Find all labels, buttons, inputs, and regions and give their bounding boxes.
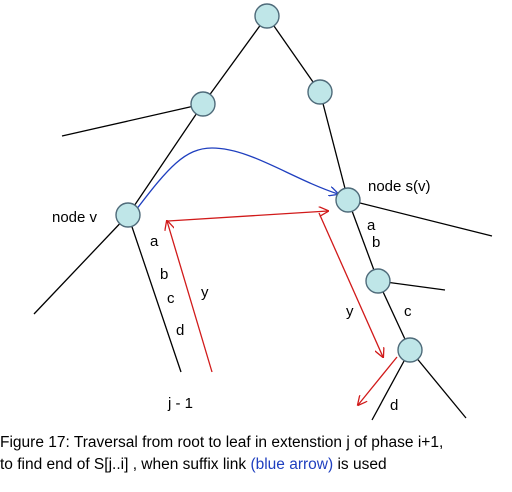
right-node: [307, 79, 333, 105]
left-edge-label-b: b: [160, 266, 168, 283]
root-node: [254, 3, 280, 29]
left-edge-label-a: a: [150, 233, 159, 250]
figure-caption: Figure 17: Traversal from root to leaf i…: [0, 432, 512, 476]
right-edge-label-c: c: [404, 303, 412, 320]
caption-line-2: to find end of S[j..i] , when suffix lin…: [0, 454, 512, 476]
caption-line-2-pre: to find end of S[j..i] , when suffix lin…: [0, 456, 251, 473]
traversal-final-arrow: [358, 356, 398, 405]
inner-node-ab: [365, 268, 391, 294]
traversal-across-arrow: [167, 211, 328, 222]
node-v-label: node v: [52, 209, 98, 226]
traversal-down-arrow: [318, 212, 383, 357]
right-edge-label-a: a: [367, 217, 376, 234]
edge-to-node-sv: [319, 91, 349, 201]
left-y-label: y: [201, 284, 209, 301]
edge-root-right: [266, 15, 321, 93]
edge-left-branch: [61, 103, 204, 137]
left-edge-label-d: d: [176, 322, 184, 339]
suffix-tree-diagram: node v node s(v) a b c d y a b c d y j -…: [33, 3, 493, 421]
right-edge-label-b: b: [372, 234, 380, 251]
traversal-up-arrow: [167, 221, 213, 373]
edge-sv-ab: [347, 199, 379, 282]
inner-node-c: [397, 337, 423, 363]
edge-to-node-v: [127, 103, 204, 216]
edge-root-left: [202, 15, 268, 105]
edge-lower-right: [409, 349, 467, 419]
caption-line-2-post: is used: [333, 456, 387, 473]
caption-blue-arrow-text: (blue arrow): [250, 456, 334, 473]
tree-edges: [33, 15, 493, 421]
right-edge-label-d: d: [390, 397, 398, 414]
node-v: [115, 202, 141, 228]
tree-nodes: [115, 3, 423, 363]
left-node: [190, 91, 216, 117]
leaf-label: j - 1: [167, 395, 193, 412]
suffix-link-arrow: [135, 147, 338, 211]
traversal-arrows: [167, 211, 398, 405]
left-edge-label-c: c: [167, 290, 175, 307]
caption-line-1: Figure 17: Traversal from root to leaf i…: [0, 434, 444, 451]
edge-d: [371, 349, 411, 421]
edge-v-left: [33, 214, 129, 315]
edge-sv-right: [347, 199, 493, 237]
node-sv-label: node s(v): [368, 178, 431, 195]
node-sv: [335, 187, 361, 213]
right-y-label: y: [346, 303, 354, 320]
edge-v-to-leaf: [127, 214, 182, 373]
